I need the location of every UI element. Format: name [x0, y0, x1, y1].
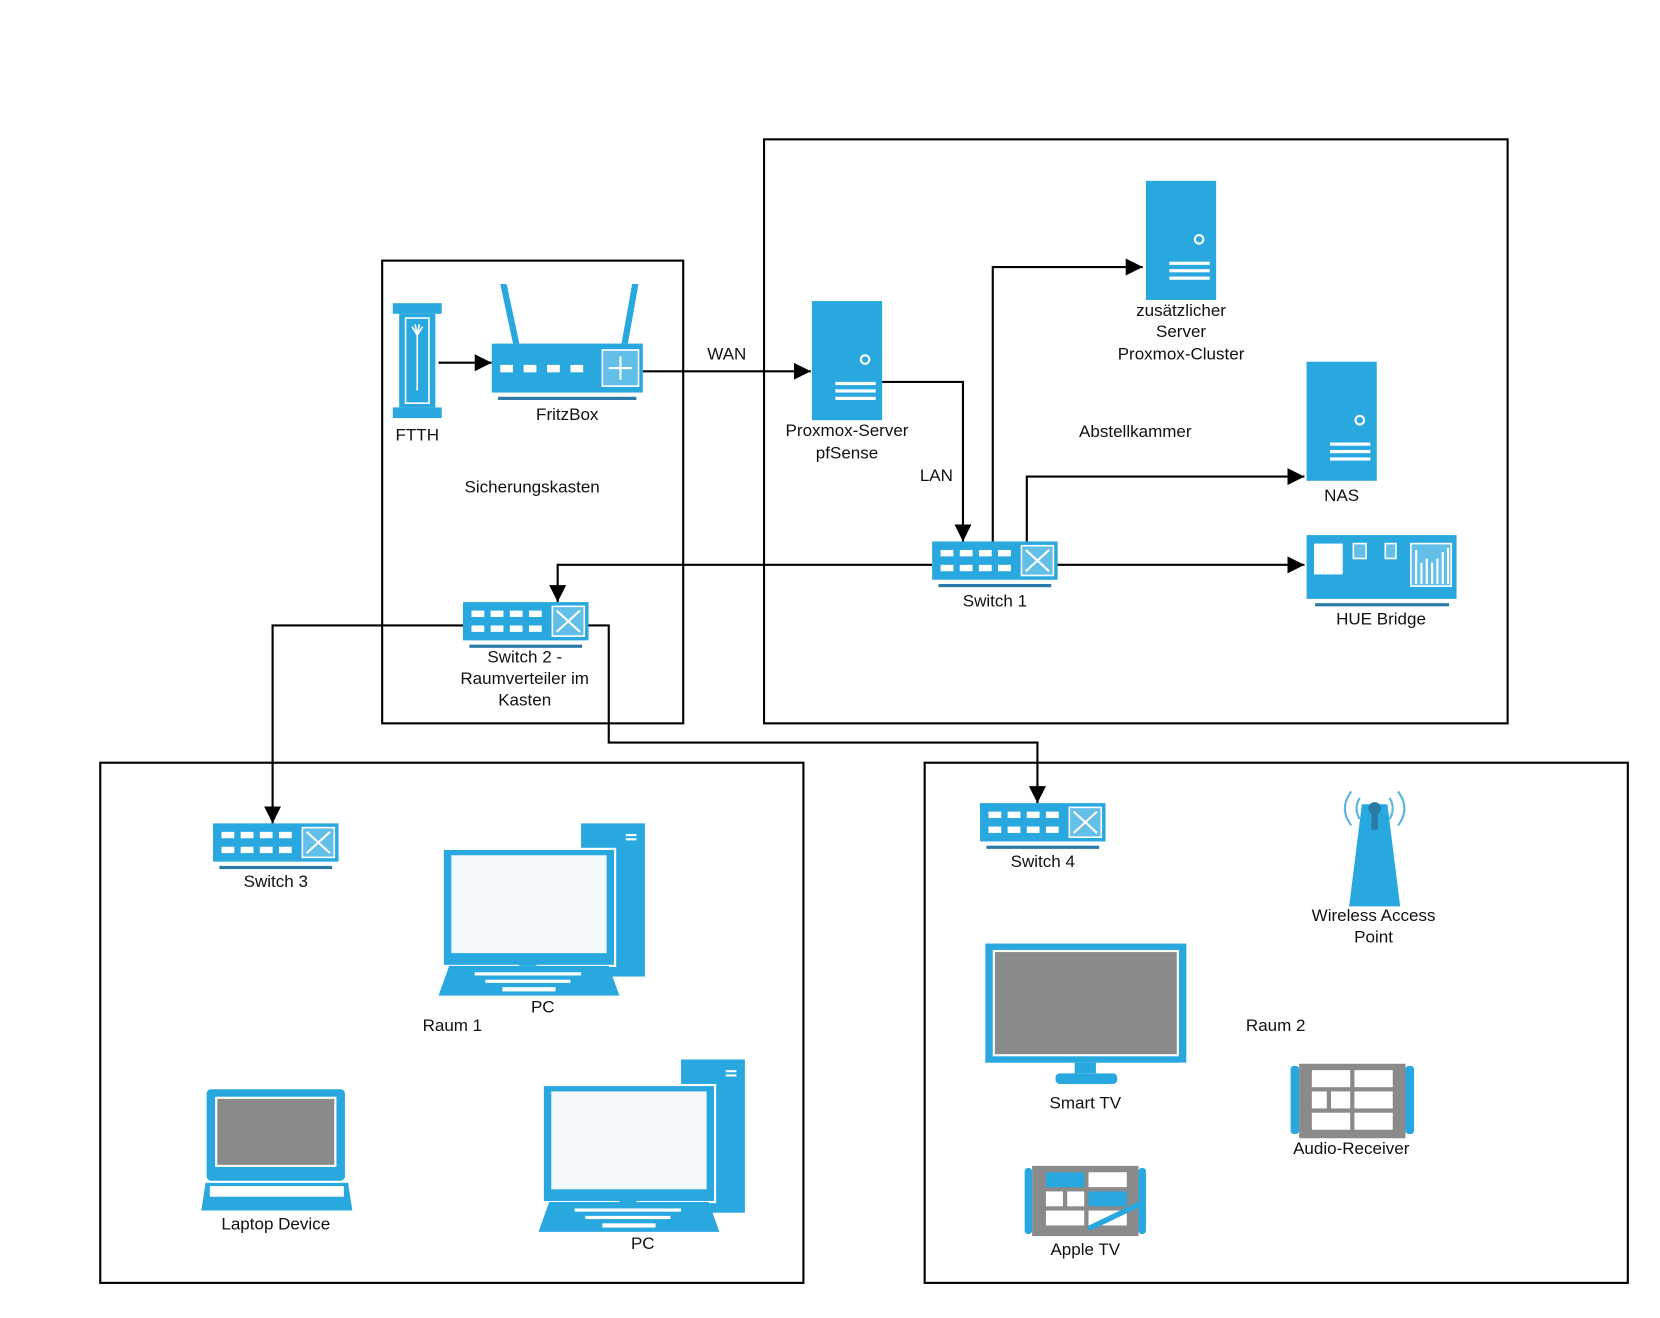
area-label-raum2: Raum 2: [1246, 1016, 1306, 1035]
ftth-icon[interactable]: [392, 303, 442, 419]
switch2-label-line1: Switch 2 -: [487, 648, 562, 667]
laptop-icon[interactable]: [201, 1089, 353, 1211]
extra-server-icon[interactable]: [1144, 179, 1218, 302]
switch3-label: Switch 3: [244, 872, 308, 891]
smart-tv-label: Smart TV: [1050, 1093, 1122, 1112]
hue-bridge-icon[interactable]: [1306, 535, 1457, 607]
wire-lan: [882, 380, 972, 542]
extra-server-label-line3: Proxmox-Cluster: [1118, 345, 1245, 364]
extra-server-label-line2: Server: [1156, 322, 1206, 341]
laptop-label: Laptop Device: [221, 1215, 330, 1234]
area-abstellkammer: [762, 138, 1509, 725]
wire-switch1-extra-server: [991, 258, 1143, 542]
switch1-label: Switch 1: [963, 591, 1027, 610]
area-raum2: [923, 761, 1629, 1284]
area-label-abstellkammer: Abstellkammer: [1079, 422, 1192, 441]
pc1-icon[interactable]: [437, 822, 646, 997]
connections: [264, 258, 1305, 824]
wire-switch2-switch3: [264, 624, 464, 824]
pc2-label: PC: [631, 1234, 655, 1253]
nas-icon[interactable]: [1305, 360, 1378, 482]
fritzbox-label: FritzBox: [536, 405, 599, 424]
lan-label: LAN: [920, 466, 953, 485]
router-icon[interactable]: [491, 284, 643, 400]
apple-tv-label: Apple TV: [1050, 1240, 1120, 1259]
area-sicherungskasten: [381, 259, 685, 725]
proxmox-label-line2: pfSense: [816, 443, 878, 462]
pc2-icon[interactable]: [537, 1058, 746, 1233]
extra-server-label-line1: zusätzlicher: [1136, 301, 1226, 320]
switch3-icon[interactable]: [211, 822, 340, 871]
wire-switch1-nas: [1025, 468, 1305, 542]
switch1-icon[interactable]: [931, 540, 1059, 589]
wire-switch2-switch4: [587, 624, 1046, 804]
switch4-label: Switch 4: [1011, 852, 1075, 871]
nas-label: NAS: [1324, 486, 1359, 505]
audio-receiver-label: Audio-Receiver: [1293, 1139, 1410, 1158]
wan-label: WAN: [707, 345, 746, 364]
pc1-label: PC: [531, 998, 555, 1017]
proxmox-label-line1: Proxmox-Server: [786, 421, 909, 440]
switch2-label-line3: Kasten: [498, 690, 551, 709]
hue-bridge-label: HUE Bridge: [1336, 609, 1426, 628]
wire-switch1-switch2: [549, 563, 933, 603]
audio-receiver-icon[interactable]: [1290, 1063, 1415, 1139]
switch4-icon[interactable]: [978, 802, 1107, 850]
smart-tv-icon[interactable]: [985, 943, 1187, 1084]
area-raum1: [99, 761, 805, 1284]
proxmox-server-icon[interactable]: [810, 299, 884, 422]
switch2-icon[interactable]: [461, 601, 590, 649]
wireless-access-point-icon[interactable]: [1343, 790, 1406, 907]
area-label-sicherungskasten: Sicherungskasten: [465, 478, 600, 497]
area-label-raum1: Raum 1: [423, 1016, 483, 1035]
wap-label-line2: Point: [1354, 927, 1393, 946]
ftth-label: FTTH: [396, 425, 439, 444]
wap-label-line1: Wireless Access: [1312, 906, 1436, 925]
switch2-label-line2: Raumverteiler im: [460, 669, 589, 688]
apple-tv-icon[interactable]: [1024, 1165, 1146, 1237]
